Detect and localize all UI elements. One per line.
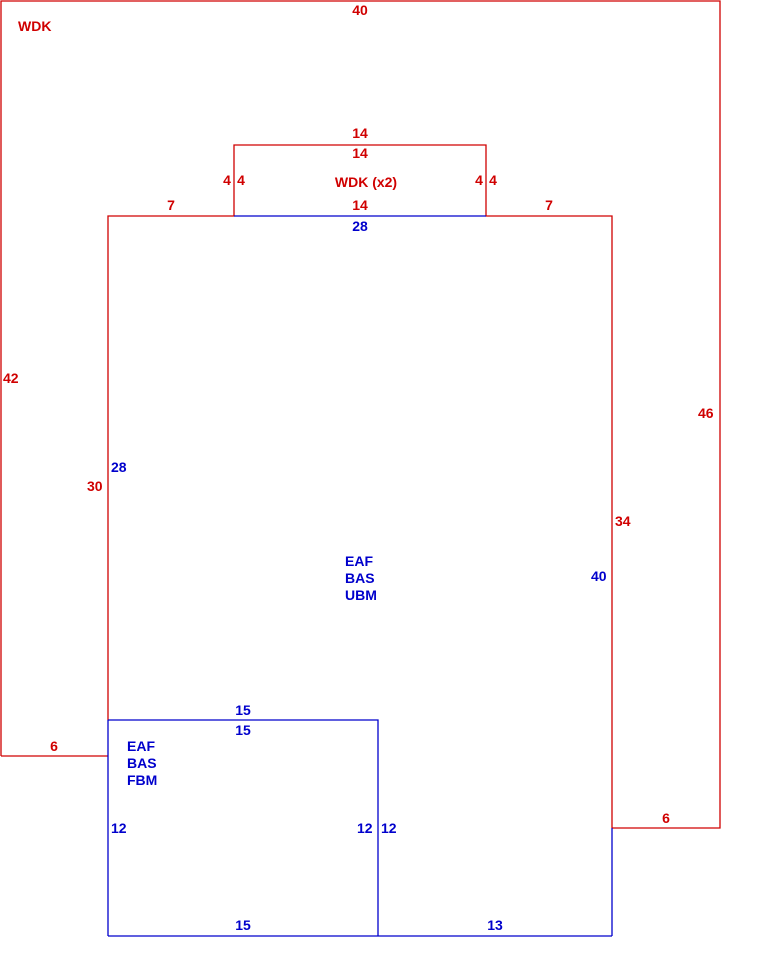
house-small-label-3: FBM [127, 772, 157, 788]
house-small-dim-right-b: 12 [381, 820, 397, 836]
house-main-dim-bottom: 13 [487, 917, 503, 933]
house-small-dim-left: 12 [111, 820, 127, 836]
house-main-label-2: BAS [345, 570, 375, 586]
house-small-outline [107, 719, 379, 936]
house-small-dim-right-a: 12 [357, 820, 373, 836]
house-main-label-3: UBM [345, 587, 377, 603]
deck-inner-dim-step-right: 7 [545, 197, 553, 213]
deck-inner-dim-side-right: 34 [615, 513, 631, 529]
deck-outer-dim-bottom-right: 6 [662, 810, 670, 826]
deck-inner-label: WDK (x2) [335, 174, 397, 190]
house-small-dim-bottom: 15 [235, 917, 251, 933]
house-main-dim-top: 28 [352, 218, 368, 234]
deck-outer-dim-bottom-left: 6 [50, 738, 58, 754]
deck-inner-dim-top-inner: 14 [352, 145, 368, 161]
house-small-dim-top-b: 15 [235, 722, 251, 738]
house-small-label-1: EAF [127, 738, 155, 754]
deck-outer-dim-top: 40 [352, 2, 368, 18]
deck-inner-dim-base: 14 [352, 197, 368, 213]
deck-inner-dim-right-b: 4 [489, 172, 497, 188]
deck-inner-dim-top-outer: 14 [352, 125, 368, 141]
deck-inner-dim-left-a: 4 [223, 172, 231, 188]
house-main-dim-right: 40 [591, 568, 607, 584]
deck-inner-dim-left-b: 4 [237, 172, 245, 188]
house-main-label-1: EAF [345, 553, 373, 569]
deck-outer-dim-left: 42 [3, 370, 19, 386]
deck-outer-dim-right: 46 [698, 405, 714, 421]
deck-outer-label: WDK [18, 18, 51, 34]
deck-inner-outline [107, 144, 613, 828]
deck-outer-outline [0, 0, 721, 829]
house-small-label-2: BAS [127, 755, 157, 771]
deck-inner-dim-step-left: 7 [167, 197, 175, 213]
deck-inner-dim-side-left: 30 [87, 478, 103, 494]
house-small-dim-top-a: 15 [235, 702, 251, 718]
house-main-dim-left: 28 [111, 459, 127, 475]
deck-inner-dim-right-a: 4 [475, 172, 483, 188]
